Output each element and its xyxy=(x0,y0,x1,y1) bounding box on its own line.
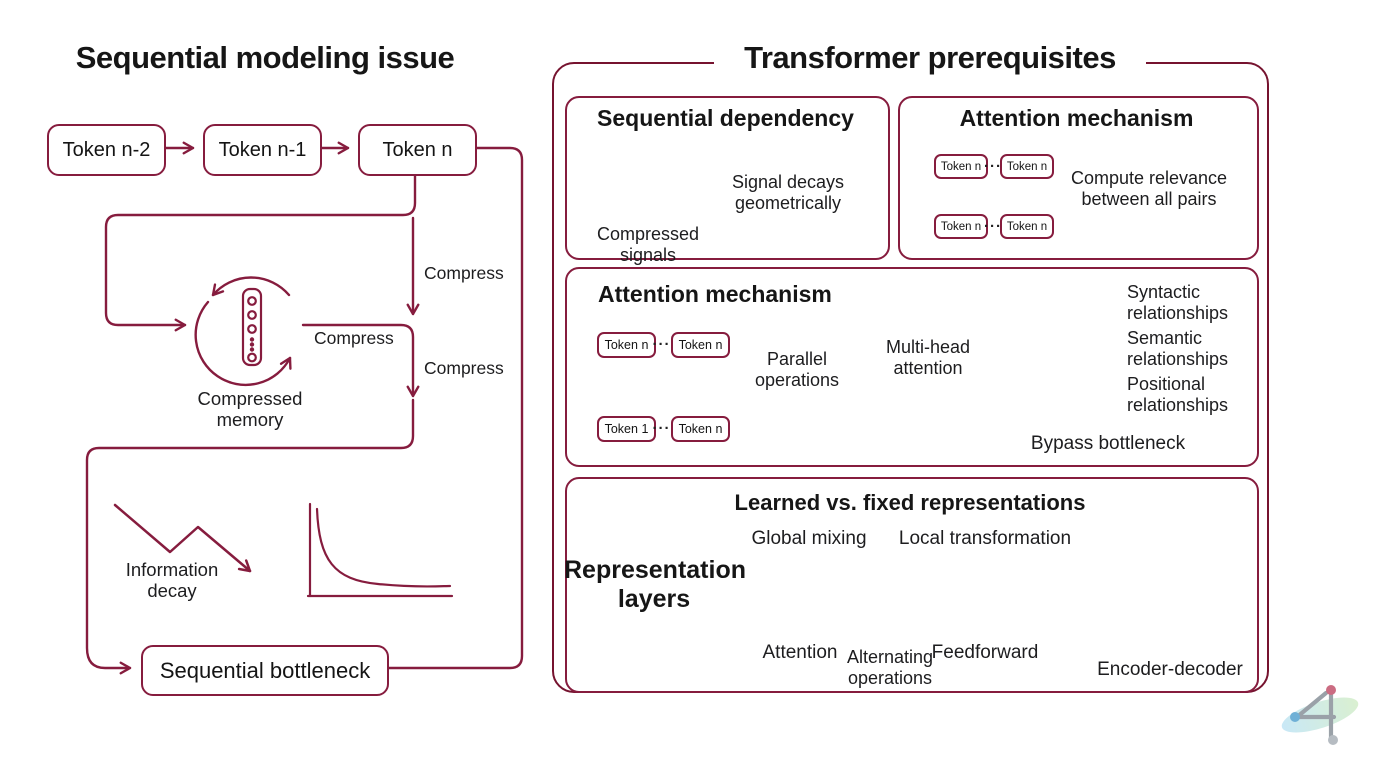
token-ellipsis: ··· xyxy=(652,336,671,353)
token-ellipsis: ··· xyxy=(984,218,1002,235)
bypass-bottleneck-label: Bypass bottleneck xyxy=(1030,433,1186,454)
token-ellipsis: ··· xyxy=(984,158,1002,175)
parallel-operations-label: Parallel operations xyxy=(754,349,840,390)
mini-token-box: Token n xyxy=(671,332,730,358)
mini-token-box: Token n xyxy=(671,416,730,442)
card-representations xyxy=(565,477,1259,693)
numeral-4-swoosh-logo xyxy=(1281,685,1359,745)
attention-label: Attention xyxy=(762,642,838,663)
alternating-operations-label: Alternating operations xyxy=(846,647,934,688)
compressed-memory-label: Compressed memory xyxy=(197,388,303,431)
local-transformation-label: Local transformation xyxy=(898,528,1072,549)
semantic-relationships-label: Semantic relationships xyxy=(1127,328,1229,369)
compress-label-3: Compress xyxy=(424,358,504,378)
card-attention-parallel-title: Attention mechanism xyxy=(598,281,832,307)
mini-token-label: Token 1 xyxy=(604,422,649,436)
positional-relationships-label: Positional relationships xyxy=(1127,374,1229,415)
token-ellipsis: ··· xyxy=(652,420,671,437)
card-sequential-dependency xyxy=(565,96,890,260)
right-panel-title: Transformer prerequisites xyxy=(714,40,1146,76)
compress-label-1: Compress xyxy=(424,263,504,283)
card-sequential-dependency-title: Sequential dependency xyxy=(597,105,854,131)
token-box-n-1: Token n-1 xyxy=(203,124,322,176)
compressed-signals-caption: Compressed signals xyxy=(596,224,700,265)
mini-token-label: Token n xyxy=(1006,220,1048,233)
card-representations-title: Learned vs. fixed representations xyxy=(734,490,1086,515)
multi-head-attention-label: Multi-head attention xyxy=(885,337,971,378)
decay-curve-icon xyxy=(315,507,452,588)
token-box-n: Token n xyxy=(358,124,477,176)
decay-zigzag-icon xyxy=(113,503,252,573)
left-panel-title: Sequential modeling issue xyxy=(75,40,455,75)
left-flow-lines xyxy=(85,141,524,675)
mini-token-label: Token n xyxy=(604,338,649,352)
mini-token-label: Token n xyxy=(678,422,723,436)
information-decay-glyphs xyxy=(113,502,454,598)
mini-token-box: Token n xyxy=(934,154,988,179)
mini-token-label: Token n xyxy=(940,160,982,173)
information-decay-label: Information decay xyxy=(125,559,219,602)
mini-token-box: Token n xyxy=(1000,214,1054,239)
signal-decays-note: Signal decays geometrically xyxy=(731,172,845,213)
token-label: Token n-2 xyxy=(62,138,151,161)
mini-token-box: Token n xyxy=(934,214,988,239)
mini-token-box: Token 1 xyxy=(597,416,656,442)
syntactic-relationships-label: Syntactic relationships xyxy=(1127,282,1229,323)
compute-relevance-note: Compute relevance between all pairs xyxy=(1070,168,1228,209)
token-box-n-2: Token n-2 xyxy=(47,124,166,176)
card-attention-pairs-title: Attention mechanism xyxy=(959,105,1194,131)
encoder-decoder-label: Encoder-decoder xyxy=(1097,659,1243,680)
sequential-bottleneck-box: Sequential bottleneck xyxy=(141,645,389,696)
mini-token-label: Token n xyxy=(1006,160,1048,173)
global-mixing-label: Global mixing xyxy=(751,528,867,549)
token-label: Token n xyxy=(382,138,453,161)
compress-label-2: Compress xyxy=(314,328,394,348)
mini-token-box: Token n xyxy=(1000,154,1054,179)
bottleneck-label: Sequential bottleneck xyxy=(159,657,371,683)
memory-vector-icon xyxy=(241,287,263,367)
representation-layers-label: Representation layers xyxy=(564,556,746,613)
mini-token-box: Token n xyxy=(597,332,656,358)
token-label: Token n-1 xyxy=(218,138,307,161)
mini-token-label: Token n xyxy=(940,220,982,233)
feedforward-label: Feedforward xyxy=(931,642,1039,663)
mini-token-label: Token n xyxy=(678,338,723,352)
